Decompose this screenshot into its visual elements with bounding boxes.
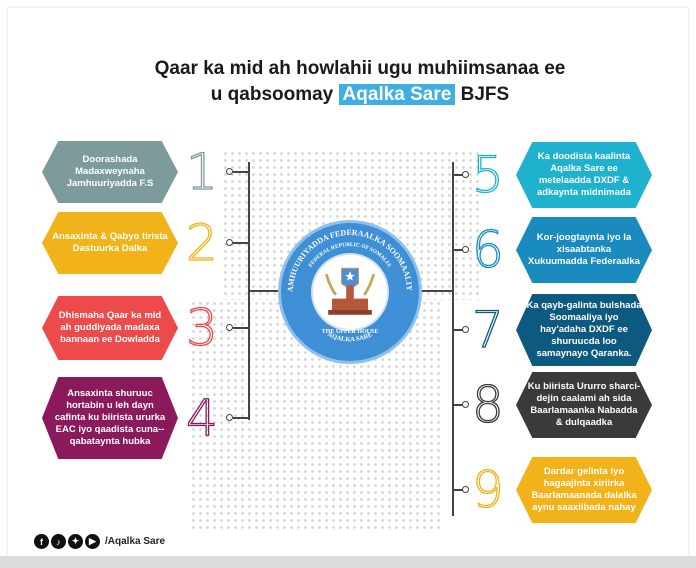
right-seal-connector	[420, 290, 453, 292]
facebook-icon[interactable]: f	[34, 534, 49, 549]
twitter-icon[interactable]: ✦	[68, 534, 83, 549]
title-line-2: u qabsoomay	[210, 84, 334, 105]
seal-upper-house-text: THE UPPER HOUSE	[321, 329, 379, 335]
connector-dot	[226, 324, 233, 331]
item-4-number: 4	[185, 389, 218, 447]
item-8-hexagon: Ku biirista Ururro sharci-dejin caalami …	[516, 372, 652, 438]
item-9-number: 9	[471, 461, 504, 519]
item-5-number: 5	[471, 146, 504, 204]
connector-dot	[462, 171, 469, 178]
youtube-icon[interactable]: ▶	[85, 534, 100, 549]
connector-branch	[233, 171, 248, 173]
connector-branch	[452, 489, 467, 491]
connector-dot	[462, 401, 469, 408]
item-7-number: 7	[471, 301, 504, 359]
item-6-number: 6	[471, 221, 504, 279]
connector-branch	[452, 174, 467, 176]
item-1-number: 1	[185, 143, 218, 201]
connector-dot	[226, 168, 233, 175]
tiktok-icon[interactable]: ♪	[51, 534, 66, 549]
item-5-hexagon: Ka doodista kaalinta Aqalka Sare ee mete…	[516, 142, 652, 208]
connector-dot	[226, 414, 233, 421]
connector-branch	[452, 249, 467, 251]
title-suffix: BJFS	[460, 84, 510, 105]
connector-branch	[452, 329, 467, 331]
connector-branch	[233, 417, 248, 419]
connector-dot	[462, 246, 469, 253]
item-9-hexagon: Dardar gelinta iyo hagaajinta xiriirka B…	[516, 457, 652, 523]
title-highlight: Aqalka Sare	[338, 84, 456, 105]
connector-branch	[233, 327, 248, 329]
bottom-strip	[0, 556, 696, 568]
connector-dot	[462, 326, 469, 333]
item-2-number: 2	[185, 214, 218, 272]
connector-dot	[462, 486, 469, 493]
connector-branch	[233, 242, 248, 244]
item-6-hexagon: Kor-joogtaynta iyo la xisaabtanka Xukuum…	[516, 217, 652, 283]
left-seal-connector	[248, 290, 280, 292]
title-line-1: Qaar ka mid ah howlahii ugu muhiimsanaa …	[154, 58, 566, 79]
connector-dot	[226, 239, 233, 246]
page-title: Qaar ka mid ah howlahii ugu muhiimsanaa …	[120, 56, 600, 108]
item-3-hexagon: Dhismaha Qaar ka mid ah guddiyada madaxa…	[42, 296, 178, 360]
seal-emblem	[311, 253, 389, 331]
item-3-number: 3	[185, 299, 218, 357]
item-2-hexagon: Ansaxinta & Qabyo tirista Dastuurka Dalk…	[42, 212, 178, 274]
item-4-hexagon: Ansaxinta shuruuc hortabin u leh dayn ca…	[42, 377, 178, 459]
upper-house-seal: JAMHUURIYADDA FEDERAALKA SOOMAALIYA FEDE…	[278, 220, 422, 364]
item-8-number: 8	[471, 376, 504, 434]
connector-branch	[452, 404, 467, 406]
item-1-hexagon: Doorashada Madaxweynaha Jamhuuriyadda F.…	[42, 141, 178, 203]
item-7-hexagon: Ka qayb-galinta bulshada Soomaaliya iyo …	[516, 294, 652, 366]
right-connector-line	[452, 162, 454, 516]
social-handle[interactable]: /Aqalka Sare	[105, 536, 166, 547]
social-links: f ♪ ✦ ▶ /Aqalka Sare	[34, 534, 165, 549]
